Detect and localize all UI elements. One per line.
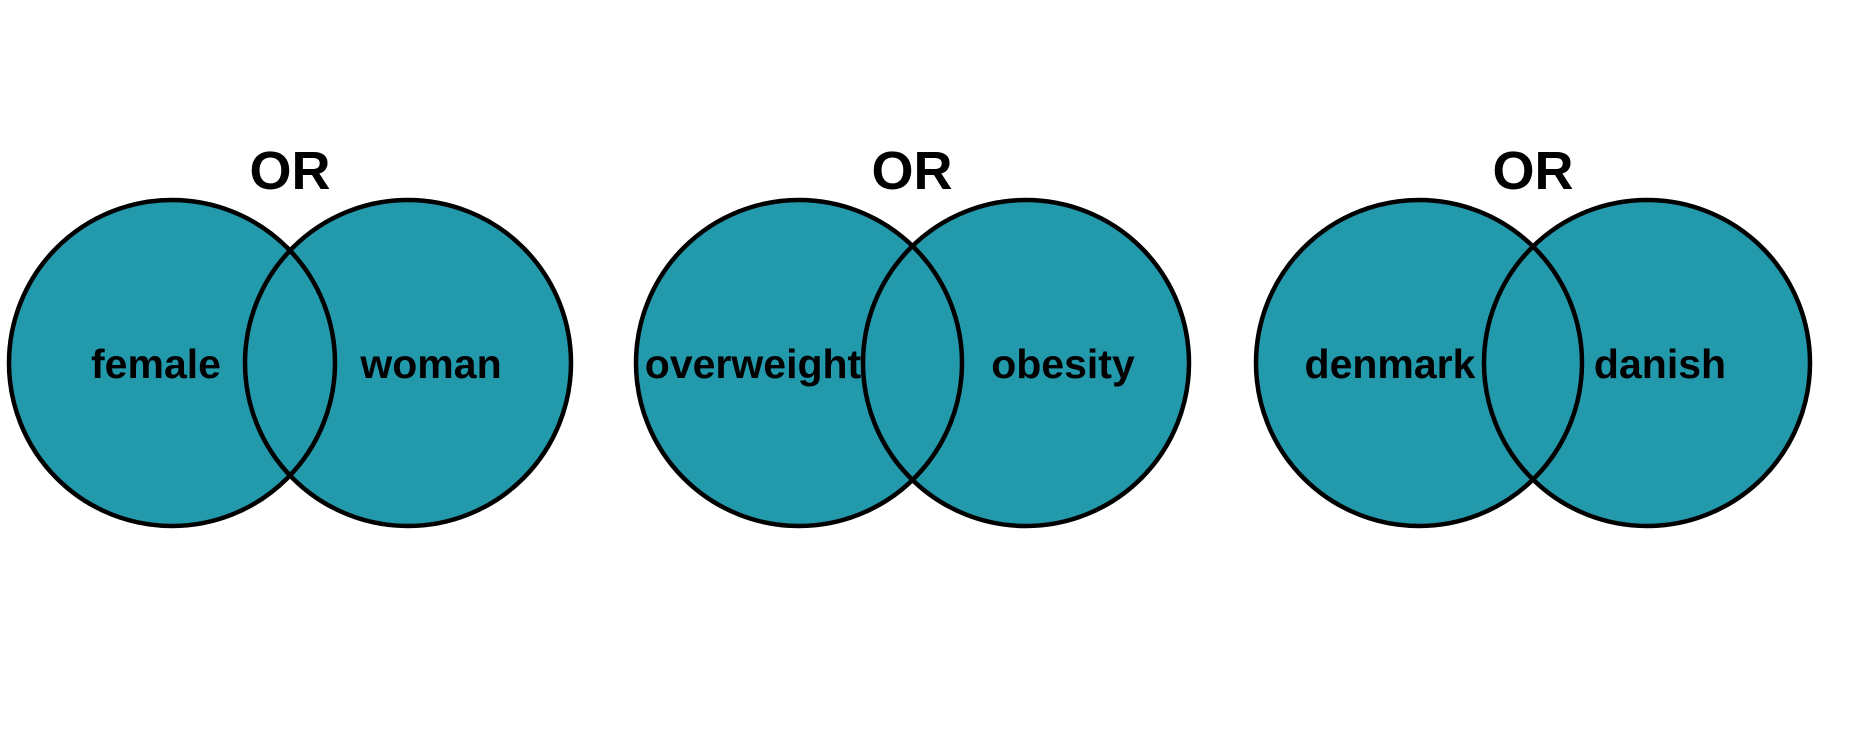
right-circle-outline (242, 197, 574, 529)
right-circle-fill (1484, 200, 1810, 526)
left-circle-fill (9, 200, 335, 526)
left-circle-fill (1256, 200, 1582, 526)
right-circle-outline (860, 197, 1192, 529)
left-term-label: denmark (1305, 341, 1476, 387)
right-circle-outline (1481, 197, 1813, 529)
venn-diagram-overweight-obesity: OR overweight obesity (633, 141, 1192, 529)
left-circle-outline (1253, 197, 1585, 529)
left-term-label: female (91, 341, 221, 387)
right-term-label: danish (1594, 341, 1726, 387)
left-circle-fill (636, 200, 962, 526)
right-circle-fill (863, 200, 1189, 526)
right-circle-fill (245, 200, 571, 526)
left-term-label: overweight (645, 341, 862, 387)
venn-diagram-denmark-danish: OR denmark danish (1253, 141, 1813, 529)
right-term-label: obesity (991, 341, 1135, 387)
left-circle-outline (633, 197, 965, 529)
venn-diagram-female-woman: OR female woman (6, 141, 574, 529)
right-term-label: woman (359, 341, 501, 387)
or-operator-label: OR (1493, 141, 1574, 201)
or-operator-label: OR (872, 141, 953, 201)
or-operator-label: OR (250, 141, 331, 201)
left-circle-outline (6, 197, 338, 529)
